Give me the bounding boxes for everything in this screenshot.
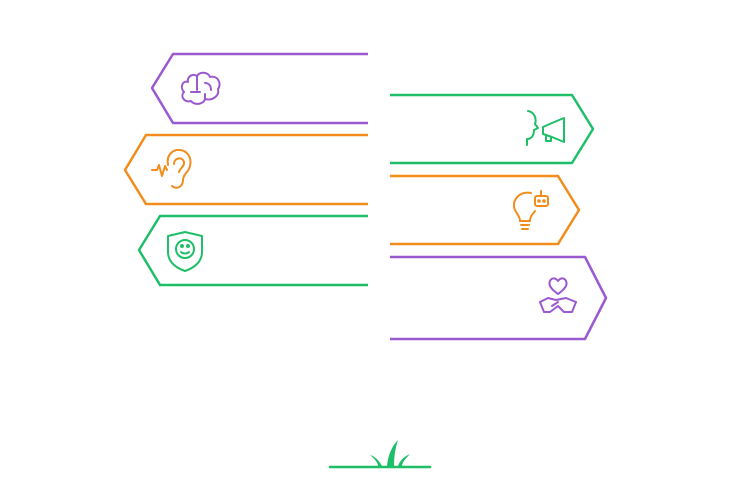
banner-idea <box>390 174 581 246</box>
shield-face-icon <box>167 231 203 272</box>
heart-handshake-icon <box>539 277 577 313</box>
banner-ear <box>123 133 368 206</box>
brain-icon <box>180 71 221 105</box>
grass-sprout-icon <box>370 440 410 466</box>
banner-speak <box>390 93 595 165</box>
ear-icon <box>151 148 192 189</box>
lightbulb-robot-icon <box>512 190 549 230</box>
banner-handshake <box>390 255 608 341</box>
banner-shield <box>137 214 368 287</box>
speaking-megaphone-icon <box>526 110 565 146</box>
footer-grass <box>328 440 432 469</box>
banner-brain <box>150 52 368 125</box>
